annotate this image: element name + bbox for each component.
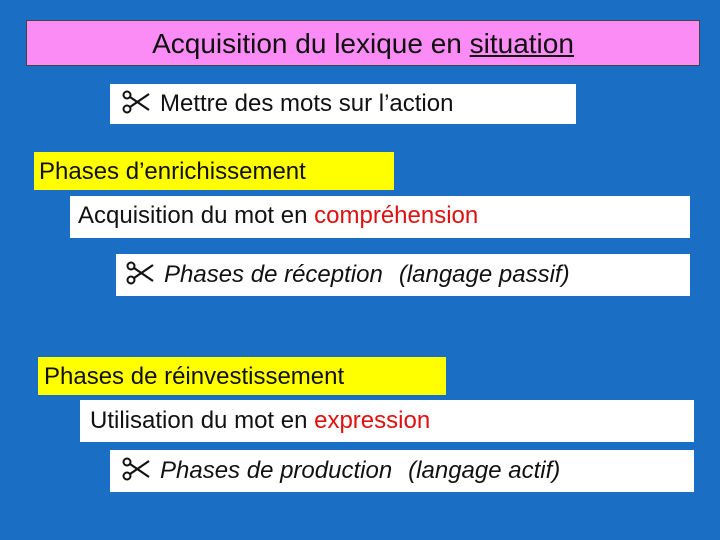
bullet-production: Phases de production (langage actif): [110, 450, 694, 492]
section-heading-reinvestissement: Phases de réinvestissement: [38, 357, 446, 395]
line-text: Utilisation du mot en: [90, 407, 315, 434]
title-underlined-word: situation: [469, 28, 574, 59]
bullet-text: Phases de production: [160, 457, 393, 484]
highlight-word: compréhension: [314, 202, 479, 229]
scissors-icon: [122, 90, 150, 114]
bullet-text: Phases de réception: [164, 261, 383, 288]
bullet-mettre-des-mots: Mettre des mots sur l’action: [110, 84, 576, 124]
bullet-paren: (langage actif): [408, 457, 561, 484]
line-comprehension: Acquisition du mot en compréhension: [70, 196, 690, 238]
title-text: Acquisition du lexique en: [152, 28, 470, 59]
bullet-text: Mettre des mots sur l’action: [160, 90, 454, 117]
heading-text: Phases de réinvestissement: [44, 363, 345, 390]
line-expression: Utilisation du mot en expression: [80, 400, 694, 442]
bullet-paren: (langage passif): [398, 261, 570, 288]
highlight-word: expression: [314, 407, 431, 434]
slide-title: Acquisition du lexique en situation: [26, 20, 700, 66]
heading-text: Phases d’enrichissement: [39, 158, 306, 185]
bullet-reception: Phases de réception (langage passif): [116, 254, 690, 296]
line-text: Acquisition du mot en: [78, 202, 315, 229]
section-heading-enrichissement: Phases d’enrichissement: [34, 152, 394, 190]
scissors-icon: [126, 261, 154, 285]
scissors-icon: [122, 457, 150, 481]
